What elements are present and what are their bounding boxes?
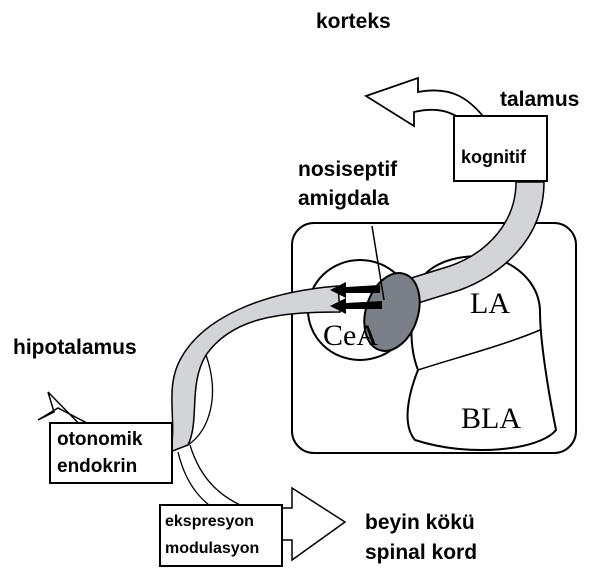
nosiseptif-label: nosiseptif: [298, 158, 397, 182]
otonomik-endokrin-box: otonomik endokrin: [49, 422, 173, 484]
cea-label: CeA: [323, 319, 378, 353]
beyin-koku-arrow: [280, 488, 345, 560]
modulasyon-label: modulasyon: [165, 540, 259, 558]
bla-label: BLA: [461, 402, 521, 436]
kognitif-box: kognitif: [453, 115, 548, 182]
endokrin-label: endokrin: [57, 456, 137, 478]
la-label: LA: [470, 287, 510, 321]
spinal-kord-label: spinal kord: [365, 541, 477, 565]
expression-line-1: [190, 445, 258, 512]
ekspresyon-modulasyon-box: ekspresyon modulasyon: [159, 504, 283, 567]
kognitif-label: kognitif: [461, 147, 526, 168]
beyin-koku-label: beyin kökü: [365, 511, 475, 535]
ekspresyon-label: ekspresyon: [165, 513, 254, 531]
korteks-label: korteks: [316, 10, 391, 34]
hipotalamus-label: hipotalamus: [13, 336, 137, 360]
talamus-label: talamus: [500, 88, 579, 112]
amigdala-label: amigdala: [298, 187, 389, 211]
otonomik-label: otonomik: [57, 429, 143, 451]
